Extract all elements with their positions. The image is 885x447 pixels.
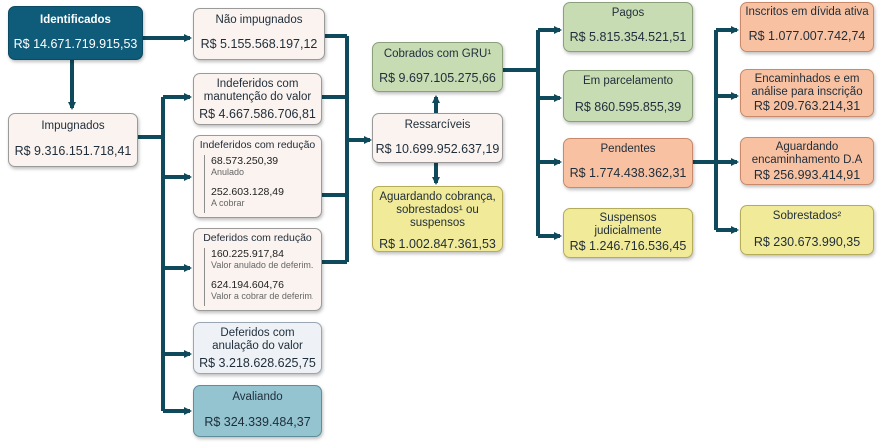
node-value: R$ 209.763.214,31 xyxy=(753,99,861,113)
node-value: R$ 1.774.438.362,31 xyxy=(569,166,687,180)
node-title: Em parcelamento xyxy=(582,75,674,87)
node-indeferidos-manutencao: Indeferidos com manutenção do valor R$ 4… xyxy=(193,73,322,125)
node-value: R$ 1.077.007.742,74 xyxy=(748,29,866,43)
sub-caption: Valor a cobrar de deferim... xyxy=(211,291,313,301)
sub-values: 160.225.917,84 Valor anulado de deferim.… xyxy=(204,248,313,306)
node-title: Impugnados xyxy=(41,120,105,132)
sub-value: 160.225.917,84 xyxy=(211,248,284,260)
node-title: Cobrados com GRU¹ xyxy=(383,48,492,60)
sub-value: 624.194.604,76 xyxy=(211,279,284,291)
node-inscritos: Inscritos em dívida ativa R$ 1.077.007.7… xyxy=(740,2,874,52)
node-pagos: Pagos R$ 5.815.354.521,51 xyxy=(563,2,693,52)
node-value: R$ 9.316.151.718,41 xyxy=(14,144,132,158)
sub-values: 68.573.250,39 Anulado 252.603.128,49 A c… xyxy=(204,155,313,213)
node-title: Avaliando xyxy=(232,391,283,403)
node-value: R$ 324.339.484,37 xyxy=(204,415,311,429)
node-aguardando-cobranca: Aguardando cobrança, sobrestados¹ ou sus… xyxy=(372,186,503,252)
node-title: Sobrestados² xyxy=(772,210,842,222)
node-value: R$ 256.993.414,91 xyxy=(753,168,861,182)
node-title: Encaminhados e em análise para inscrição xyxy=(751,73,863,98)
node-ressarciveis: Ressarcíveis R$ 10.699.952.637,19 xyxy=(372,113,503,163)
node-suspensos: Suspensos judicialmente R$ 1.246.716.536… xyxy=(563,208,693,258)
sub-value: 252.603.128,49 xyxy=(211,186,284,198)
node-pendentes: Pendentes R$ 1.774.438.362,31 xyxy=(563,138,693,188)
node-title: Suspensos judicialmente xyxy=(594,212,662,237)
node-value: R$ 230.673.990,35 xyxy=(753,235,861,249)
node-impugnados: Impugnados R$ 9.316.151.718,41 xyxy=(8,113,138,167)
node-value: R$ 4.667.586.706,81 xyxy=(199,107,316,121)
sub-caption: Valor anulado de deferim... xyxy=(211,260,313,270)
node-deferidos-reducao: Deferidos com redução 160.225.917,84 Val… xyxy=(193,228,322,311)
node-deferidos-anulacao: Deferidos com anulação do valor R$ 3.218… xyxy=(193,322,322,374)
node-value: R$ 14.671.719.915,53 xyxy=(13,37,138,51)
sub-caption: A cobrar xyxy=(211,198,245,208)
sub-value: 68.573.250,39 xyxy=(211,155,279,167)
node-title: Aguardando encaminhamento D.A xyxy=(751,141,863,166)
node-indeferidos-reducao: Indeferidos com redução 68.573.250,39 An… xyxy=(193,135,322,218)
node-nao-impugnados: Não impugnados R$ 5.155.568.197,12 xyxy=(193,8,325,60)
node-title: Indeferidos com redução xyxy=(199,139,316,151)
node-title: Deferidos com redução xyxy=(203,232,312,244)
node-value: R$ 5.155.568.197,12 xyxy=(200,37,318,51)
node-em-parcelamento: Em parcelamento R$ 860.595.855,39 xyxy=(563,70,693,122)
node-value: R$ 1.002.847.361,53 xyxy=(379,237,496,251)
node-title: Pendentes xyxy=(600,143,656,155)
node-value: R$ 5.815.354.521,51 xyxy=(569,30,687,44)
node-identificados: Identificados R$ 14.671.719.915,53 xyxy=(8,6,143,60)
node-cobrados-gru: Cobrados com GRU¹ R$ 9.697.105.275,66 xyxy=(372,42,503,92)
node-value: R$ 10.699.952.637,19 xyxy=(375,142,500,156)
node-title: Aguardando cobrança, sobrestados¹ ou sus… xyxy=(379,191,496,229)
node-title: Pagos xyxy=(611,7,645,19)
node-value: R$ 9.697.105.275,66 xyxy=(379,71,496,85)
node-encaminhados: Encaminhados e em análise para inscrição… xyxy=(740,69,874,117)
node-title: Deferidos com anulação do valor xyxy=(212,327,303,352)
node-value: R$ 1.246.716.536,45 xyxy=(569,239,687,253)
node-title: Ressarcíveis xyxy=(404,119,471,131)
node-title: Inscritos em dívida ativa xyxy=(745,6,869,18)
node-title: Identificados xyxy=(40,14,111,26)
node-avaliando: Avaliando R$ 324.339.484,37 xyxy=(193,385,322,437)
node-sobrestados: Sobrestados² R$ 230.673.990,35 xyxy=(740,205,874,255)
sub-caption: Anulado xyxy=(211,167,245,177)
node-aguardando-encaminhamento: Aguardando encaminhamento D.A R$ 256.993… xyxy=(740,137,874,185)
node-value: R$ 860.595.855,39 xyxy=(574,100,682,114)
node-title: Indeferidos com manutenção do valor xyxy=(203,78,312,103)
node-title: Não impugnados xyxy=(215,14,303,26)
node-value: R$ 3.218.628.625,75 xyxy=(199,356,316,370)
